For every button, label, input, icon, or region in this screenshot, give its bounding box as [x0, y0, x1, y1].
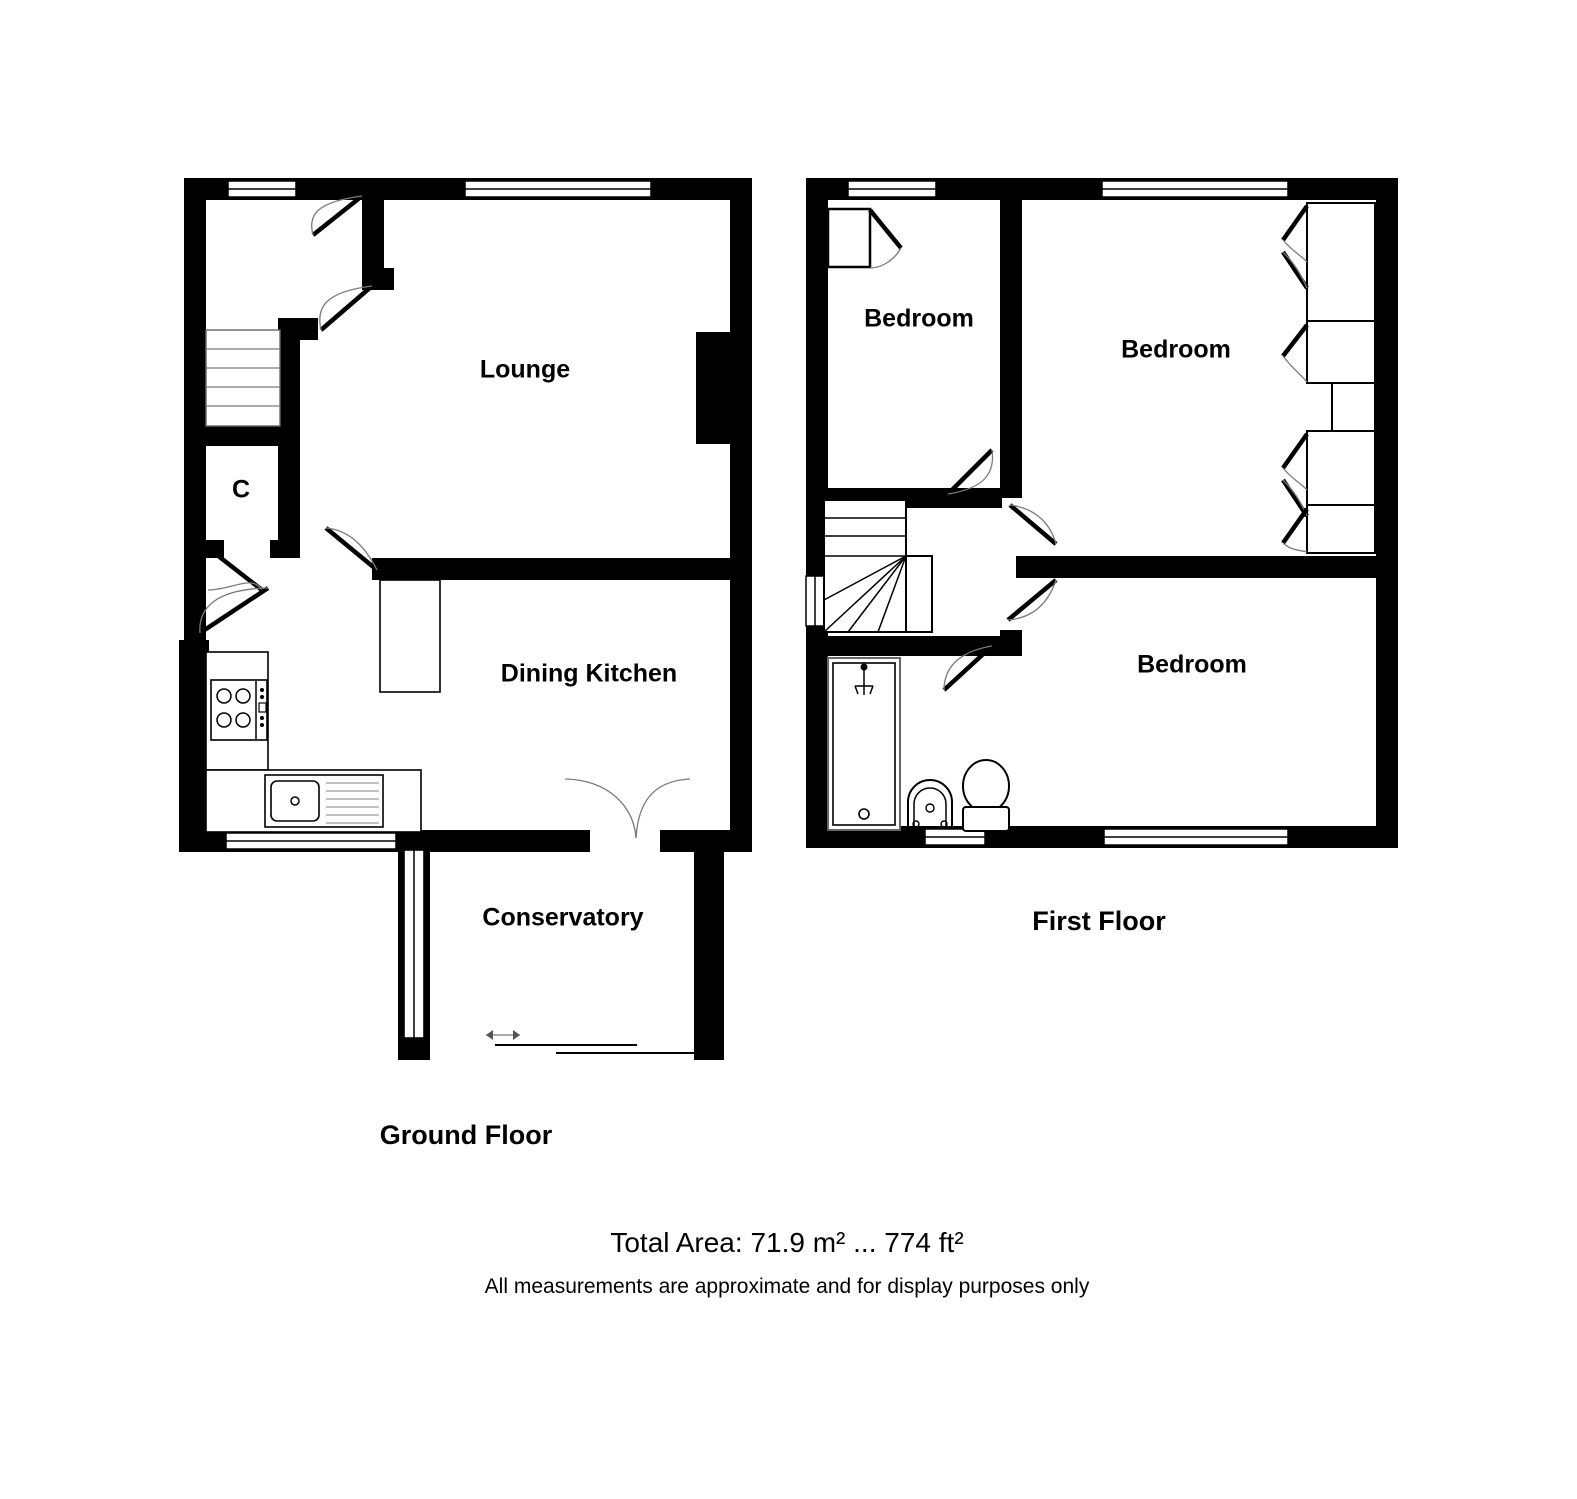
room-label-lounge: Lounge [480, 356, 570, 384]
room-label-bedroom-1: Bedroom [864, 305, 974, 333]
disclaimer-text: All measurements are approximate and for… [485, 1275, 1090, 1298]
built-in-wardrobes [1281, 202, 1376, 554]
first-floor-doors [942, 448, 1058, 692]
stairs-ground-floor [205, 329, 281, 427]
room-label-conservatory: Conservatory [482, 904, 643, 932]
floor-label-ground: Ground Floor [380, 1120, 553, 1150]
wash-basin-icon [907, 779, 953, 829]
conservatory-glazing [403, 849, 698, 1054]
total-area-text: Total Area: 71.9 m² ... 774 ft² [610, 1227, 963, 1258]
radiator-icon [379, 579, 441, 693]
room-label-cupboard: C [232, 476, 250, 504]
room-label-bedroom-2: Bedroom [1121, 336, 1231, 364]
first-floor-windows [805, 180, 1289, 846]
room-label-dining-kitchen: Dining Kitchen [501, 660, 677, 688]
floor-label-first: First Floor [1032, 906, 1166, 936]
bathroom-fixtures [827, 657, 1010, 832]
first-floor-plan: Bedroom Bedroom Bedroom First Floor [805, 178, 1398, 936]
toilet-icon [962, 759, 1010, 832]
kitchen-units [205, 651, 422, 833]
ground-floor-windows [225, 180, 652, 850]
airing-cupboard [826, 207, 903, 269]
ground-floor-doors [198, 194, 691, 839]
room-label-bedroom-3: Bedroom [1137, 651, 1247, 679]
stairs-first-floor [823, 499, 933, 633]
shower-head-icon [860, 663, 868, 671]
ground-floor-plan: Lounge Dining Kitchen Conservatory C Gro… [179, 178, 752, 1150]
